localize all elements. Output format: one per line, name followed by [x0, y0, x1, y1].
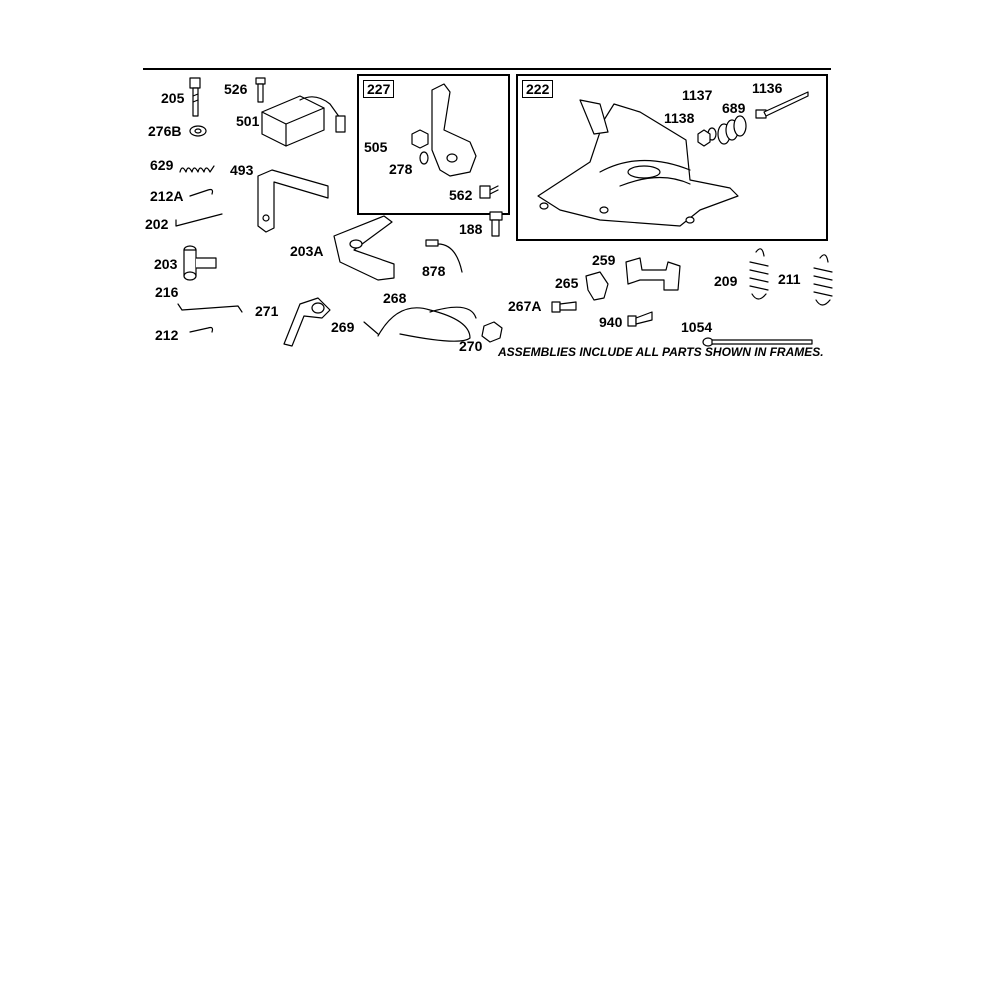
label-271: 271 — [255, 303, 279, 319]
part-940-screw-drawing — [627, 311, 653, 327]
part-526-screw-drawing — [255, 77, 266, 103]
label-203a: 203A — [290, 243, 324, 259]
label-270: 270 — [459, 338, 483, 354]
part-209-spring-drawing — [749, 248, 769, 300]
part-211-spring-drawing — [813, 254, 833, 306]
label-1138: 1138 — [664, 110, 695, 126]
label-493: 493 — [230, 162, 254, 178]
part-501-module-drawing — [261, 95, 346, 147]
part-212-link-drawing — [189, 326, 214, 333]
label-211: 211 — [778, 271, 801, 287]
label-1137: 1137 — [682, 87, 713, 103]
part-1136-bolt-drawing — [755, 91, 809, 119]
frame-label-222: 222 — [522, 80, 554, 98]
part-265-clip-drawing — [585, 271, 609, 301]
label-265: 265 — [555, 275, 579, 291]
part-203a-plate-drawing — [333, 215, 395, 281]
label-562: 562 — [449, 187, 473, 203]
part-493-bracket-drawing — [257, 169, 329, 233]
label-940: 940 — [599, 314, 623, 330]
frame-222: 222 — [516, 74, 828, 241]
label-202: 202 — [145, 216, 169, 232]
label-276b: 276B — [148, 123, 182, 139]
label-629: 629 — [150, 157, 174, 173]
part-878-wire-drawing — [425, 239, 463, 273]
label-268: 268 — [383, 290, 407, 306]
part-1054-tie-drawing — [702, 337, 813, 347]
label-203: 203 — [154, 256, 178, 272]
label-216: 216 — [155, 284, 179, 300]
part-271-lever-drawing — [283, 297, 331, 347]
part-202-rod-drawing — [175, 213, 223, 227]
label-212a: 212A — [150, 188, 184, 204]
label-267a: 267A — [508, 298, 542, 314]
label-1136: 1136 — [752, 80, 783, 96]
part-278-washer-drawing — [419, 151, 429, 165]
part-205-bolt-drawing — [189, 77, 201, 117]
label-259: 259 — [592, 252, 616, 268]
part-270-nut-drawing — [481, 321, 503, 343]
label-501: 501 — [236, 113, 260, 129]
part-212a-link-drawing — [189, 188, 214, 197]
label-212: 212 — [155, 327, 179, 343]
frame-227: 227 — [357, 74, 510, 215]
part-188-bolt-drawing — [489, 211, 503, 237]
label-505: 505 — [364, 139, 388, 155]
label-209: 209 — [714, 273, 738, 289]
label-878: 878 — [422, 263, 446, 279]
part-203-swivel-drawing — [183, 245, 217, 281]
label-1054: 1054 — [681, 319, 713, 335]
part-1138-nut-drawing — [697, 129, 711, 147]
part-629-spring-drawing — [179, 165, 215, 173]
label-205: 205 — [161, 90, 185, 106]
part-227-governor-lever-drawing — [431, 83, 477, 177]
label-278: 278 — [389, 161, 413, 177]
part-222-control-plate-drawing — [537, 99, 739, 227]
part-505-nut-drawing — [411, 129, 429, 149]
assemblies-note: ASSEMBLIES INCLUDE ALL PARTS SHOWN IN FR… — [498, 345, 824, 359]
part-689-spring-drawing — [717, 115, 747, 145]
frame-label-227: 227 — [363, 80, 395, 98]
label-188: 188 — [459, 221, 483, 237]
part-267a-screw-drawing — [551, 301, 577, 313]
part-562-screw-drawing — [479, 185, 499, 199]
label-526: 526 — [224, 81, 248, 97]
part-216-link-drawing — [177, 303, 243, 313]
top-rule — [143, 68, 831, 70]
part-259-bracket-drawing — [625, 257, 681, 291]
part-268-cable-drawing — [377, 306, 477, 342]
label-269: 269 — [331, 319, 355, 335]
label-689: 689 — [722, 100, 746, 116]
